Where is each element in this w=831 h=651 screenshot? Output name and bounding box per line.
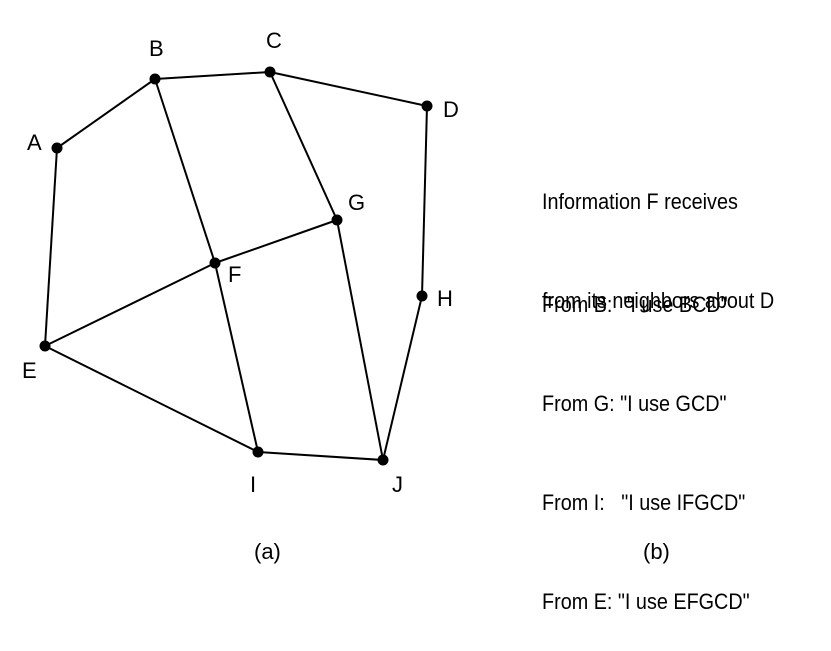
edge-b-c bbox=[154, 71, 271, 80]
node-i bbox=[252, 446, 264, 458]
edge-f-g bbox=[214, 219, 338, 264]
node-label-a: A bbox=[27, 130, 42, 155]
edge-a-b bbox=[56, 78, 156, 149]
graph-edges bbox=[44, 71, 428, 461]
node-label-f: F bbox=[228, 262, 241, 287]
info-message: From I: "I use IFGCD" bbox=[542, 490, 746, 515]
info-messages: From B: "I use BCD" From G: "I use GCD" … bbox=[542, 222, 750, 651]
edge-b-f bbox=[154, 78, 216, 264]
node-label-e: E bbox=[22, 358, 37, 383]
node-label-c: C bbox=[266, 28, 282, 53]
node-label-j: J bbox=[392, 472, 403, 497]
node-label-i: I bbox=[250, 472, 256, 497]
node-label-h: H bbox=[437, 286, 453, 311]
node-label-b: B bbox=[149, 36, 164, 61]
edge-d-h bbox=[421, 105, 428, 297]
info-message: From G: "I use GCD" bbox=[542, 391, 727, 416]
info-message: From B: "I use BCD" bbox=[542, 292, 728, 317]
node-j bbox=[377, 454, 389, 466]
edge-c-d bbox=[269, 71, 428, 107]
edge-c-g bbox=[269, 71, 338, 221]
node-a bbox=[51, 142, 63, 154]
edge-g-j bbox=[336, 219, 384, 461]
node-label-g: G bbox=[348, 190, 365, 215]
node-e bbox=[39, 340, 51, 352]
node-g bbox=[331, 214, 343, 226]
info-heading-line-2: from its neighbors about D bbox=[542, 288, 775, 313]
edge-f-i bbox=[214, 262, 259, 453]
edge-i-j bbox=[257, 451, 384, 461]
node-f bbox=[209, 257, 221, 269]
node-h bbox=[416, 290, 428, 302]
network-graph: A B C D E F G H I J bbox=[22, 28, 459, 497]
info-heading: Information F receives from its neighbor… bbox=[542, 119, 774, 350]
node-d bbox=[421, 100, 433, 112]
edge-a-e bbox=[44, 147, 58, 347]
edge-h-j bbox=[382, 295, 423, 461]
caption-b: (b) bbox=[643, 539, 670, 564]
graph-node-labels: A B C D E F G H I J bbox=[22, 28, 459, 497]
graph-nodes bbox=[39, 66, 433, 466]
node-label-d: D bbox=[443, 97, 459, 122]
edge-e-i bbox=[44, 345, 259, 453]
node-b bbox=[149, 73, 161, 85]
edge-e-f bbox=[44, 262, 216, 347]
info-heading-line-1: Information F receives bbox=[542, 189, 738, 214]
node-c bbox=[264, 66, 276, 78]
caption-a: (a) bbox=[254, 539, 281, 564]
info-message: From E: "I use EFGCD" bbox=[542, 589, 750, 614]
